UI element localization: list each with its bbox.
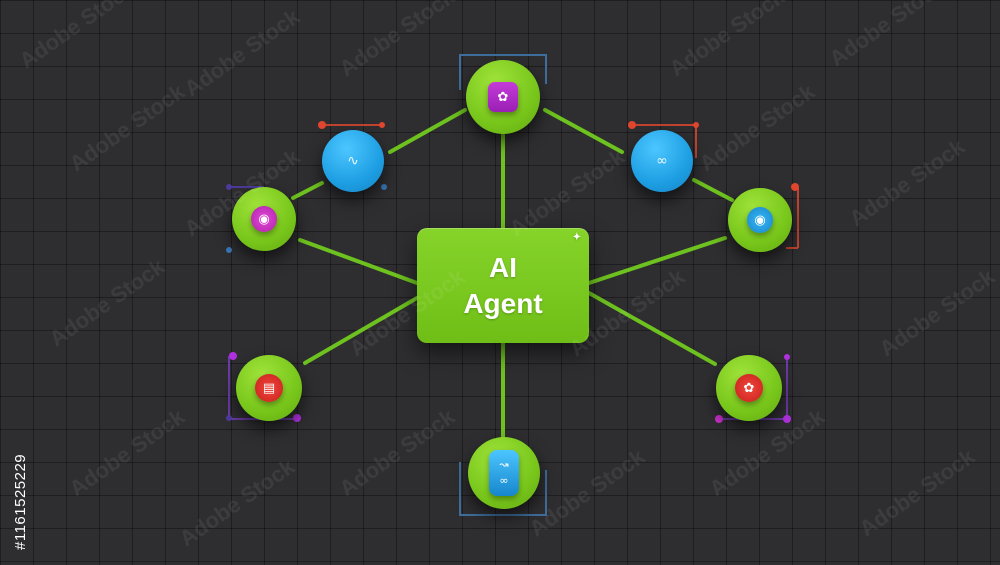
handle: [715, 415, 723, 423]
stock-id-label: #1161525229: [12, 453, 29, 550]
node-blue-left[interactable]: ∿: [322, 130, 384, 192]
bracket-bottom-left: [459, 462, 461, 516]
bracket-blue-right-side: [695, 124, 697, 158]
handle: [293, 414, 301, 422]
node-blue-right[interactable]: ∞: [631, 130, 693, 192]
handle: [318, 121, 326, 129]
handle: [784, 354, 790, 360]
bracket-top-side-right: [545, 54, 547, 84]
bracket-bottom: [459, 514, 547, 516]
link-right-upper: [587, 236, 727, 285]
handle: [693, 122, 699, 128]
flower-icon: ✿: [488, 82, 518, 112]
bracket-green-right-foot: [786, 247, 798, 249]
bracket-green-left: [228, 186, 264, 188]
bracket-red-right: [786, 356, 788, 418]
bracket-red-left: [228, 356, 230, 418]
link-chain-icon: ∞: [656, 153, 668, 169]
glasses-icon: ↝∞: [489, 450, 519, 496]
globe-icon: ◉: [747, 207, 773, 233]
ai-agent-card[interactable]: ✦ AI Agent: [417, 228, 589, 343]
flower-red-icon: ✿: [735, 374, 763, 402]
handle: [226, 415, 232, 421]
node-right-upper[interactable]: ◉: [728, 188, 792, 252]
link-top-to-blue-right: [543, 108, 624, 154]
hub-title-line-1: AI: [489, 251, 517, 283]
link-top-to-blue-left: [388, 108, 467, 154]
node-bottom[interactable]: ↝∞: [468, 437, 540, 509]
handle: [226, 247, 232, 253]
bracket-blue-right: [632, 124, 696, 126]
wave-icon: ∿: [347, 153, 359, 169]
bracket-top-side: [459, 54, 461, 90]
handle: [783, 415, 791, 423]
handle: [226, 184, 232, 190]
robot-icon: ◉: [251, 206, 277, 232]
bracket-blue-left: [322, 124, 382, 126]
bracket-top: [459, 54, 547, 56]
link-left-upper: [298, 238, 419, 285]
link-right-lower: [587, 291, 717, 366]
node-left-upper[interactable]: ◉: [232, 187, 296, 251]
link-blue-right-to-green-right: [692, 178, 734, 202]
node-left-lower[interactable]: ▤: [236, 355, 302, 421]
handle: [628, 121, 636, 129]
handle: [229, 352, 237, 360]
hub-title-line-2: Agent: [463, 287, 543, 319]
handle: [381, 184, 387, 190]
sparkle-icon: ✦: [572, 232, 581, 243]
bracket-green-right: [797, 188, 799, 248]
handle: [379, 122, 385, 128]
node-top[interactable]: ✿: [466, 60, 540, 134]
node-right-lower[interactable]: ✿: [716, 355, 782, 421]
bracket-bottom-right: [545, 470, 547, 516]
handle: [791, 183, 799, 191]
link-left-lower: [303, 296, 419, 365]
document-icon: ▤: [255, 374, 283, 402]
link-blue-left-to-green-left: [291, 181, 324, 200]
